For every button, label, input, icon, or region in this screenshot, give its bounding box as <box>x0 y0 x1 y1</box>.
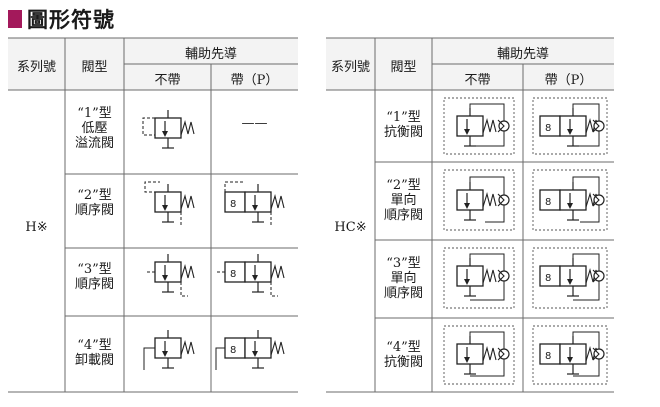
right-header-series: 系列號 <box>330 60 370 75</box>
left-symbols <box>142 109 285 370</box>
title-square-icon <box>8 10 22 28</box>
right-row4-type: “4”型 抗衡閥 <box>383 340 423 370</box>
right-symbols <box>443 97 608 385</box>
right-row2-type: “2”型 單向 順序閥 <box>383 178 423 223</box>
right-table-grid <box>326 37 614 393</box>
left-header-series: 系列號 <box>16 60 56 75</box>
left-header-with: 帶（P） <box>230 73 279 88</box>
right-series-value: HC※ <box>334 220 367 235</box>
left-header-without: 不帶 <box>154 73 181 88</box>
right-header-with: 帶（P） <box>544 73 593 88</box>
left-table-grid <box>8 37 298 393</box>
left-header-pilot: 輔助先導 <box>184 47 237 62</box>
left-row2-type: “2”型 順序閥 <box>74 188 114 218</box>
left-series-value: H※ <box>25 220 48 235</box>
section-title: 圖形符號 <box>8 6 115 32</box>
title-text: 圖形符號 <box>27 8 115 32</box>
right-header-pilot: 輔助先導 <box>496 47 549 62</box>
left-row1-type: “1”型 低壓 溢流閥 <box>74 106 114 151</box>
left-header-valve-type: 閥型 <box>81 60 108 75</box>
right-row3-type: “3”型 單向 順序閥 <box>383 256 423 301</box>
left-row4-type: “4”型 卸載閥 <box>74 338 114 368</box>
right-row1-type: “1”型 抗衡閥 <box>383 110 423 140</box>
left-row3-type: “3”型 順序閥 <box>74 262 114 292</box>
left-row1-with-none: —— <box>241 116 268 131</box>
right-header-without: 不帶 <box>464 73 491 88</box>
right-header-valve-type: 閥型 <box>390 60 417 75</box>
